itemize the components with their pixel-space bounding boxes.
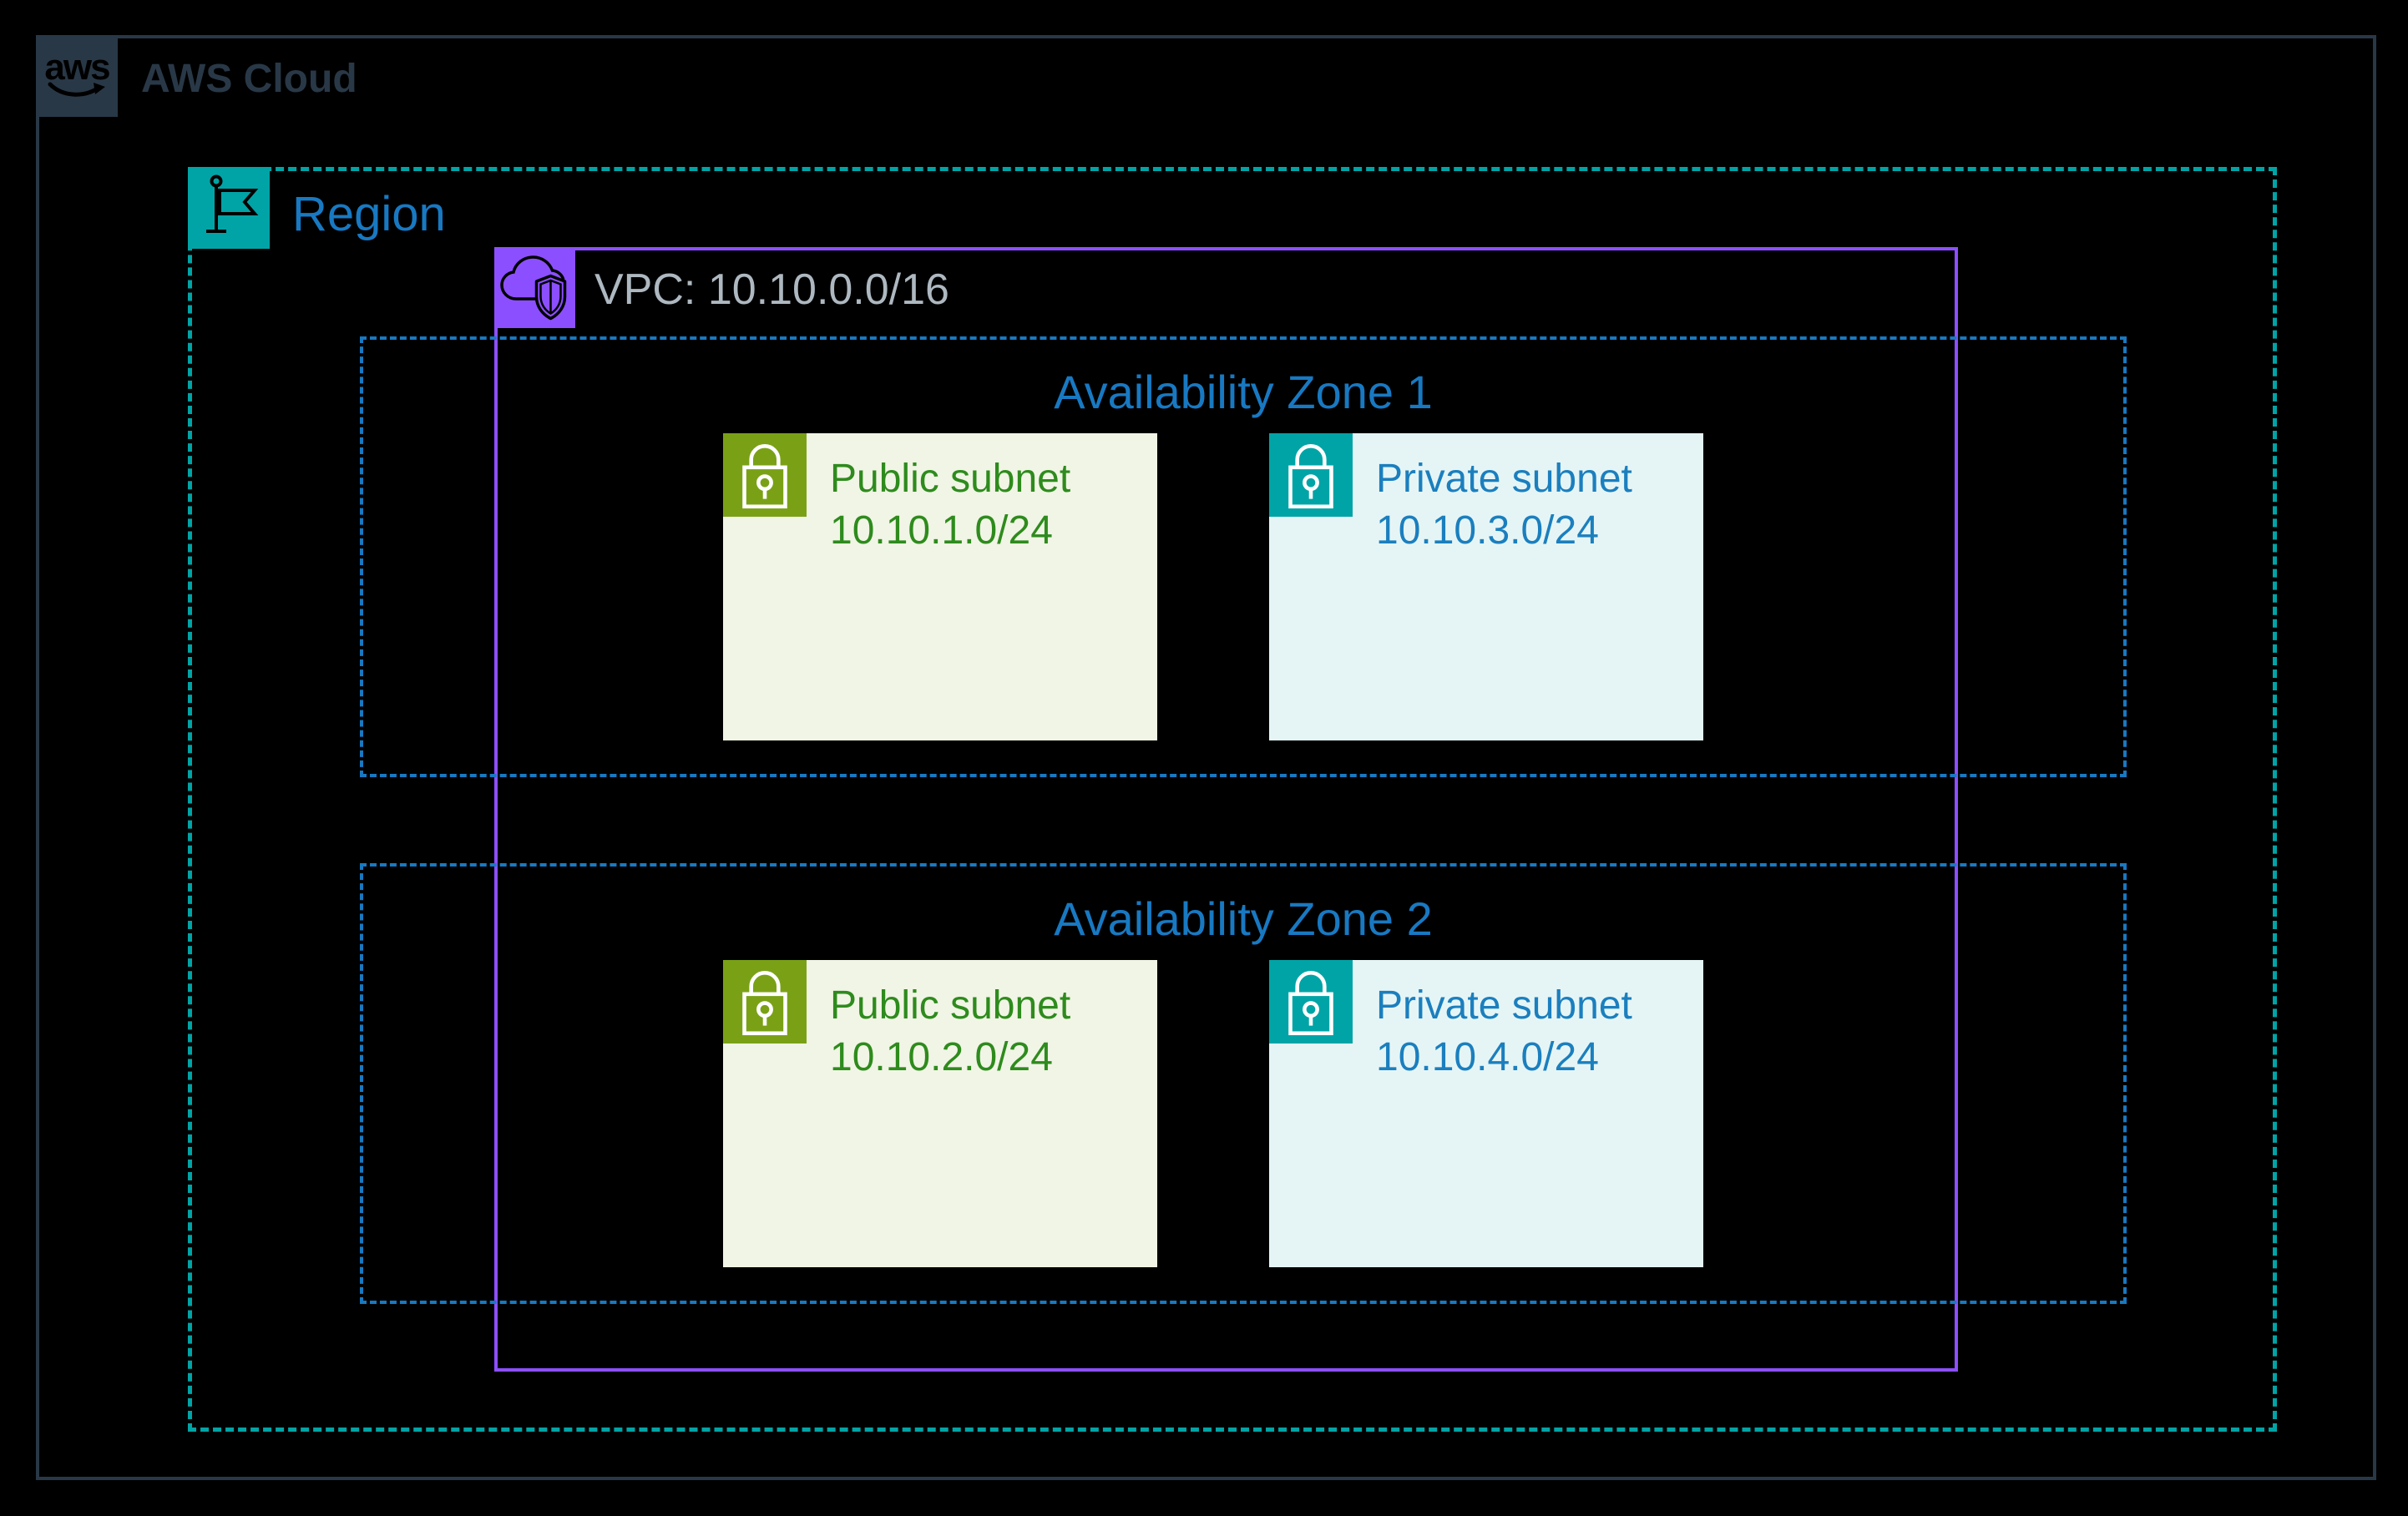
- vpc-label: VPC: 10.10.0.0/16: [594, 265, 949, 314]
- aws-logo-icon: aws: [44, 47, 111, 97]
- aws-logo: aws: [36, 35, 118, 117]
- public-subnet-lock-icon: [723, 960, 807, 1044]
- subnet-cidr: 10.10.2.0/24: [830, 1035, 1053, 1079]
- subnet-name: Private subnet: [1376, 983, 1632, 1028]
- availability-zone-2: Availability Zone 2 Public subnet: [360, 863, 2127, 1304]
- vpc-cloud-shield-icon: [494, 247, 575, 328]
- subnet-cidr: 10.10.3.0/24: [1376, 508, 1599, 553]
- private-subnet-2: Private subnet 10.10.4.0/24: [1269, 960, 1703, 1267]
- private-subnet-lock-icon: [1269, 433, 1353, 517]
- private-subnet-1: Private subnet 10.10.3.0/24: [1269, 433, 1703, 740]
- region-container: Region VPC: 10.10.0.0/16 Availability Zo…: [188, 167, 2277, 1432]
- subnet-name: Public subnet: [830, 983, 1071, 1028]
- private-subnet-lock-icon: [1269, 960, 1353, 1044]
- aws-cloud-container: aws AWS Cloud Region: [36, 35, 2376, 1480]
- availability-zone-1: Availability Zone 1 Public subnet: [360, 336, 2127, 777]
- public-subnet-2-label: Public subnet 10.10.2.0/24: [830, 980, 1070, 1084]
- vpc-container: VPC: 10.10.0.0/16 Availability Zone 1: [360, 247, 2127, 1372]
- public-subnet-1: Public subnet 10.10.1.0/24: [723, 433, 1157, 740]
- public-subnet-1-label: Public subnet 10.10.1.0/24: [830, 453, 1070, 557]
- subnet-cidr: 10.10.1.0/24: [830, 508, 1053, 553]
- availability-zone-2-label: Availability Zone 2: [1054, 892, 1433, 945]
- region-flag-icon: [188, 167, 270, 249]
- subnet-name: Private subnet: [1376, 457, 1632, 501]
- private-subnet-1-label: Private subnet 10.10.3.0/24: [1376, 453, 1632, 557]
- private-subnet-2-label: Private subnet 10.10.4.0/24: [1376, 980, 1632, 1084]
- aws-logo-text: aws: [44, 47, 109, 88]
- subnet-cidr: 10.10.4.0/24: [1376, 1035, 1599, 1079]
- region-label: Region: [292, 187, 446, 241]
- public-subnet-lock-icon: [723, 433, 807, 517]
- subnet-name: Public subnet: [830, 457, 1071, 501]
- availability-zone-1-label: Availability Zone 1: [1054, 366, 1433, 418]
- public-subnet-2: Public subnet 10.10.2.0/24: [723, 960, 1157, 1267]
- aws-cloud-label: AWS Cloud: [141, 57, 357, 101]
